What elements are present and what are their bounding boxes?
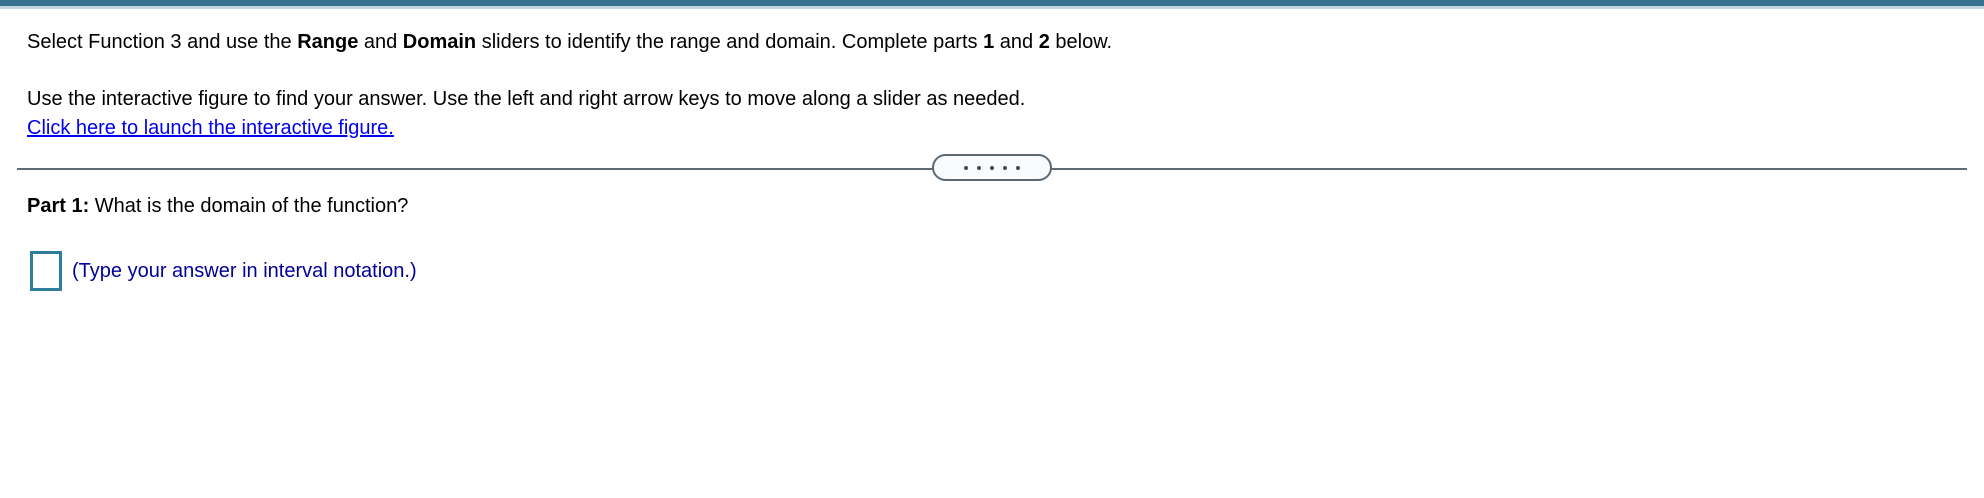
hint-text: Use the interactive figure to find your … [27, 88, 1026, 110]
divider-drag-handle[interactable] [932, 154, 1052, 181]
launch-figure-link[interactable]: Click here to launch the interactive fig… [27, 117, 394, 139]
part1-question: What is the domain of the function? [89, 195, 409, 217]
drag-handle-dot [964, 165, 968, 170]
instruction-segment: and [994, 31, 1039, 53]
splitter-divider [17, 154, 1967, 181]
answer-row: (Type your answer in interval notation.) [30, 251, 1957, 291]
part1-prompt: Part 1: What is the domain of the functi… [27, 194, 1957, 218]
part1-label: Part 1: [27, 195, 90, 217]
instruction-bold-part1: 1 [983, 31, 995, 53]
drag-handle-dot [977, 165, 981, 170]
answer-input[interactable] [30, 251, 62, 291]
instruction-text: Select Function 3 and use the Range and … [27, 30, 1957, 54]
instruction-segment: below. [1049, 31, 1113, 53]
answer-format-hint: (Type your answer in interval notation.) [72, 260, 417, 282]
instruction-segment: sliders to identify the range and domain… [476, 31, 984, 53]
instruction-segment: Select Function 3 and use the [27, 31, 298, 53]
drag-handle-dot [990, 165, 994, 170]
instruction-bold-range: Range [297, 31, 359, 53]
question-content: Select Function 3 and use the Range and … [0, 30, 1984, 140]
drag-handle-dot [1016, 165, 1020, 170]
instruction-bold-domain: Domain [402, 31, 477, 53]
part1-section: Part 1: What is the domain of the functi… [0, 194, 1984, 291]
instruction-bold-part2: 2 [1038, 31, 1050, 53]
top-border-bar [0, 0, 1984, 9]
drag-handle-dot [1003, 165, 1007, 170]
instruction-segment: and [358, 31, 403, 53]
